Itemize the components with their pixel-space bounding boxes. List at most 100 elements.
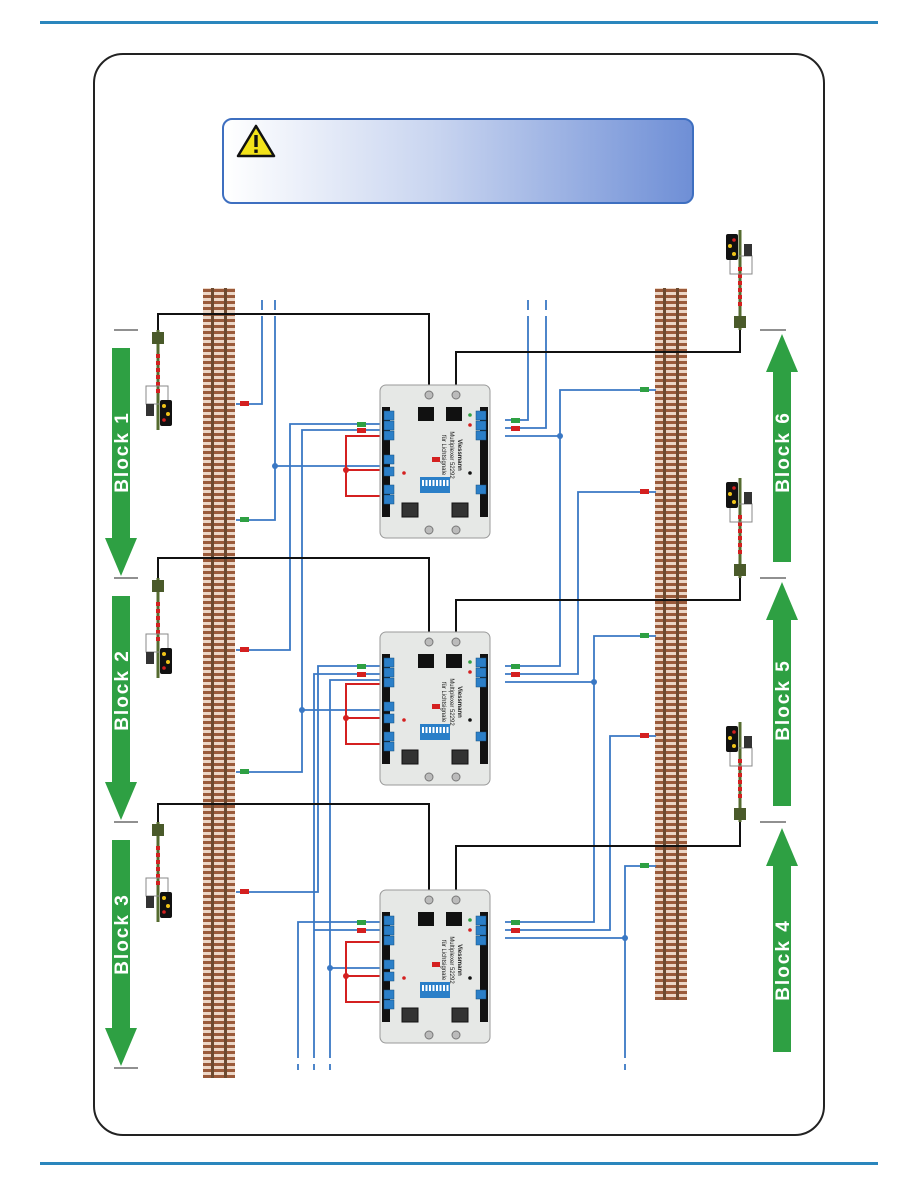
signal-socket xyxy=(446,912,462,926)
program-button xyxy=(432,457,440,462)
screw-hole xyxy=(451,895,461,905)
screw-hole xyxy=(424,772,434,782)
screw-terminal xyxy=(383,420,395,431)
status-led xyxy=(402,718,406,722)
mast-stripe xyxy=(156,874,160,878)
block-6-label: Block 6 xyxy=(773,411,794,493)
mast-stripe xyxy=(156,846,160,850)
screw-terminal xyxy=(383,959,395,970)
wire-breaks xyxy=(260,310,627,1064)
signal-lamp xyxy=(166,904,170,908)
screw-hole xyxy=(424,525,434,535)
signal-lamp xyxy=(162,896,166,900)
screw-terminal xyxy=(475,915,487,926)
screw-terminal xyxy=(475,935,487,946)
rail-clips xyxy=(240,387,649,933)
dip-switch-lever xyxy=(432,985,435,991)
status-led xyxy=(468,471,472,475)
mast-stripe xyxy=(156,382,160,386)
screw-hole xyxy=(451,525,461,535)
signal-platform xyxy=(729,747,753,767)
mast-stripe xyxy=(156,860,160,864)
signal-lamp xyxy=(162,666,166,670)
block-2-label: Block 2 xyxy=(112,649,133,731)
screw-terminal xyxy=(475,925,487,936)
mast-stripe xyxy=(738,773,742,777)
dip-switch-lever xyxy=(436,480,438,486)
signal-box xyxy=(146,404,154,416)
screw-terminal xyxy=(383,935,395,946)
mast-stripe xyxy=(156,616,160,620)
dip-switch-lever xyxy=(422,480,424,486)
mast-stripe xyxy=(738,522,742,526)
junction-dots xyxy=(272,433,628,971)
device-brand-label: Viessmann xyxy=(456,686,462,718)
dip-switch-lever xyxy=(422,727,424,733)
connector-socket xyxy=(401,749,419,765)
mast-stripe xyxy=(738,543,742,547)
mast-stripe xyxy=(738,267,742,271)
mast-stripe xyxy=(156,881,160,885)
signal-head xyxy=(160,648,172,674)
screw-terminal xyxy=(383,494,395,505)
signal-socket xyxy=(418,407,434,421)
mast-stripe xyxy=(738,274,742,278)
warning-box xyxy=(222,118,694,204)
signal-block-1 xyxy=(145,330,172,430)
signal-lamp xyxy=(728,492,732,496)
status-led xyxy=(468,976,472,980)
signal-head xyxy=(726,234,738,260)
signal-platform xyxy=(145,877,169,897)
signal-socket xyxy=(446,407,462,421)
block-arrows-right xyxy=(766,334,798,1052)
mast-stripe xyxy=(156,637,160,641)
module-right-bracket xyxy=(480,407,488,517)
red-dots xyxy=(343,467,349,979)
device-subtitle-label: für Lichtsignale xyxy=(440,435,446,476)
screw-terminal xyxy=(383,713,395,724)
module-right-bracket xyxy=(480,654,488,764)
signal-base xyxy=(734,808,746,820)
dip-switch-lever xyxy=(425,727,428,733)
screw-terminal xyxy=(475,731,487,742)
mast-stripe xyxy=(738,766,742,770)
mast-stripe xyxy=(738,515,742,519)
signal-lamp xyxy=(162,652,166,656)
mast-stripe xyxy=(156,623,160,627)
connector-socket xyxy=(401,1007,419,1023)
connector-socket xyxy=(401,502,419,518)
block-1-label: Block 1 xyxy=(112,411,133,493)
dip-switch-lever xyxy=(439,727,442,733)
signal-lamp xyxy=(162,910,166,914)
screw-terminal xyxy=(383,454,395,465)
dip-switch-lever xyxy=(439,985,442,991)
screw-terminal xyxy=(383,731,395,742)
signal-socket xyxy=(418,654,434,668)
mast-stripe xyxy=(738,302,742,306)
signal-socket xyxy=(418,912,434,926)
signal-base xyxy=(152,332,164,344)
program-button xyxy=(432,704,440,709)
connector-socket xyxy=(451,1007,469,1023)
signal-wires xyxy=(157,313,741,900)
signal-box xyxy=(146,896,154,908)
screw-terminal xyxy=(475,484,487,495)
dip-switch-lever xyxy=(429,985,431,991)
screw-terminal xyxy=(383,484,395,495)
screw-hole xyxy=(424,1030,434,1040)
signal-lamp xyxy=(732,252,736,256)
mast-stripe xyxy=(738,536,742,540)
status-led xyxy=(468,413,472,417)
device-subtitle-label: für Lichtsignale xyxy=(440,940,446,981)
signal-lamp xyxy=(162,418,166,422)
program-button xyxy=(432,962,440,967)
status-led xyxy=(468,918,472,922)
dip-switch-lever xyxy=(432,727,435,733)
signal-platform xyxy=(145,633,169,653)
status-led xyxy=(402,976,406,980)
screw-terminal xyxy=(383,410,395,421)
screw-terminal xyxy=(475,657,487,668)
device-subtitle-label: für Lichtsignale xyxy=(440,682,446,723)
